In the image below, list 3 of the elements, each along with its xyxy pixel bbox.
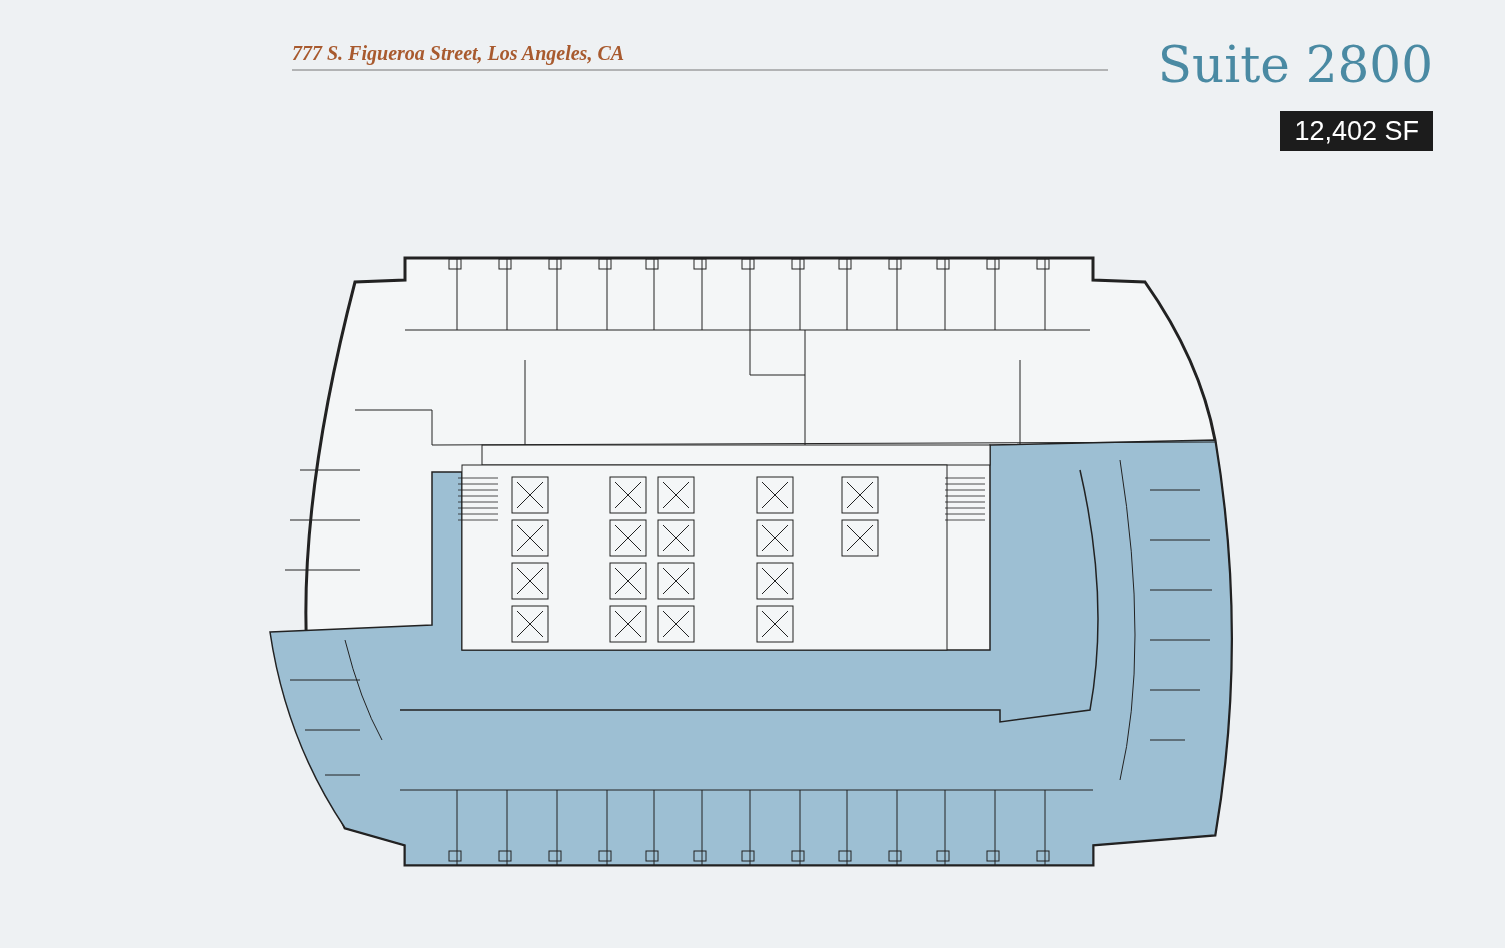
address-text: 777 S. Figueroa Street, Los Angeles, CA xyxy=(292,42,625,65)
area-label: 12,402 SF xyxy=(1280,111,1433,151)
suite-title: Suite 2800 xyxy=(1157,40,1433,90)
